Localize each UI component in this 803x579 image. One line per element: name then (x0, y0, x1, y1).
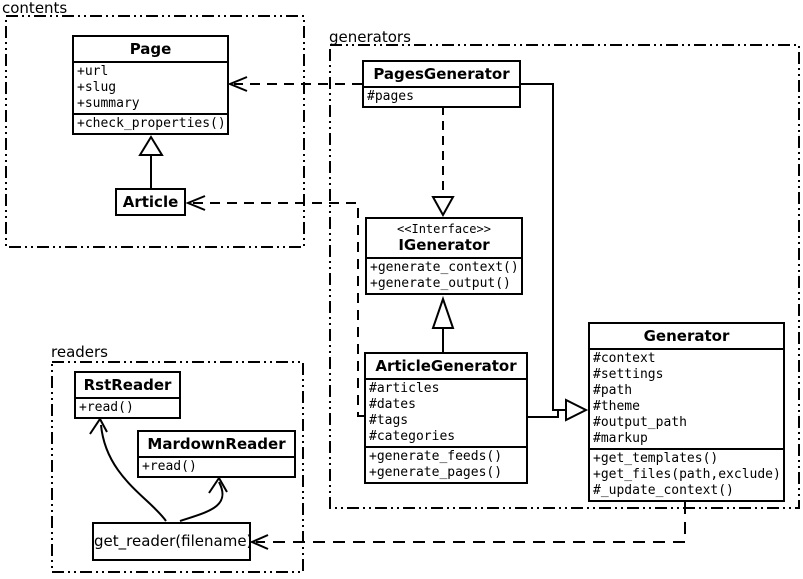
class-rstreader: RstReader +read() (74, 371, 181, 419)
class-page-attributes: +url +slug +summary (74, 61, 227, 113)
edge-pagesgenerator-to-generator (520, 83, 566, 411)
attribute: #tags (369, 413, 409, 428)
class-articlegenerator: ArticleGenerator #articles #dates #tags … (364, 352, 528, 484)
edge-getreader-to-markdownreader (179, 481, 224, 522)
class-pagesgenerator-attributes: #pages (364, 86, 519, 106)
arrowhead-open-rstreader (89, 417, 108, 435)
method: +generate_output() (370, 276, 511, 291)
attribute: #path (593, 383, 633, 398)
class-generator-methods: +get_templates() +get_files(path,exclude… (590, 448, 783, 500)
method: +generate_context() (370, 260, 519, 275)
class-igenerator: <<Interface>> IGenerator +generate_conte… (365, 217, 523, 295)
package-label-readers: readers (51, 343, 108, 361)
class-generator-name: Generator (643, 327, 730, 345)
attribute: #articles (369, 381, 440, 396)
class-pagesgenerator: PagesGenerator #pages (362, 60, 521, 108)
class-articlegenerator-methods: +generate_feeds() +generate_pages() (366, 446, 526, 482)
attribute: #theme (593, 399, 640, 414)
method: +check_properties() (77, 116, 226, 131)
arrowhead-open-page (227, 76, 248, 92)
edge-generator-to-getreader (256, 502, 686, 543)
class-articlegenerator-attributes: #articles #dates #tags #categories (366, 378, 526, 446)
edge-articlegenerator-to-article (192, 202, 364, 417)
class-igenerator-methods: +generate_context() +generate_output() (367, 257, 521, 293)
attribute: #markup (593, 431, 648, 446)
class-rstreader-methods: +read() (76, 397, 179, 417)
method: +get_templates() (593, 451, 719, 466)
package-border-contents (5, 15, 305, 248)
attribute: +summary (77, 96, 140, 111)
class-articlegenerator-name: ArticleGenerator (375, 357, 517, 375)
attribute: +slug (77, 80, 117, 95)
arrowhead-triangle-igenerator-top (431, 196, 455, 218)
edge-articlegenerator-to-generator (527, 410, 559, 418)
package-border-generators (329, 44, 800, 509)
method: #_update_context() (593, 483, 734, 498)
class-article: Article (115, 188, 186, 216)
method: +generate_pages() (369, 465, 503, 480)
class-page: Page +url +slug +summary +check_properti… (72, 35, 229, 135)
arrowhead-open-article (185, 195, 206, 211)
class-generator-attributes: #context #settings #path #theme #output_… (590, 348, 783, 448)
package-label-generators: generators (329, 28, 411, 46)
class-page-methods: +check_properties() (74, 113, 227, 133)
arrowhead-triangle-page (138, 135, 164, 156)
class-markdownreader-methods: +read() (139, 456, 294, 476)
method: +generate_feeds() (369, 449, 503, 464)
method: +read() (79, 400, 134, 415)
class-markdownreader: MardownReader +read() (137, 430, 296, 478)
class-article-name: Article (122, 193, 179, 211)
function-box-get-reader: get_reader(filename) (92, 522, 252, 561)
class-igenerator-title: <<Interface>> IGenerator (367, 219, 521, 257)
attribute: #settings (593, 367, 664, 382)
attribute: +url (77, 64, 109, 79)
class-pagesgenerator-name: PagesGenerator (373, 65, 510, 83)
class-page-name: Page (129, 40, 172, 58)
class-igenerator-stereotype: <<Interface>> (397, 222, 491, 236)
edge-getreader-to-rstreader (100, 424, 167, 522)
arrowhead-open-markdownreader (208, 476, 228, 494)
package-border-readers (51, 361, 304, 573)
attribute: #categories (369, 429, 456, 444)
attribute: #output_path (593, 415, 687, 430)
arrowhead-triangle-igenerator-bottom (431, 295, 455, 329)
arrowhead-triangle-generator (565, 398, 589, 422)
method: +get_files(path,exclude) (593, 467, 781, 482)
attribute: #context (593, 351, 656, 366)
attribute: #pages (367, 89, 414, 104)
arrowhead-open-getreader (249, 534, 269, 550)
class-markdownreader-name: MardownReader (147, 435, 286, 453)
class-igenerator-name: IGenerator (398, 236, 490, 254)
class-generator: Generator #context #settings #path #them… (588, 322, 785, 502)
attribute: #dates (369, 397, 416, 412)
class-rstreader-name: RstReader (83, 376, 172, 394)
method: +read() (142, 459, 197, 474)
package-label-contents: contents (2, 0, 68, 17)
